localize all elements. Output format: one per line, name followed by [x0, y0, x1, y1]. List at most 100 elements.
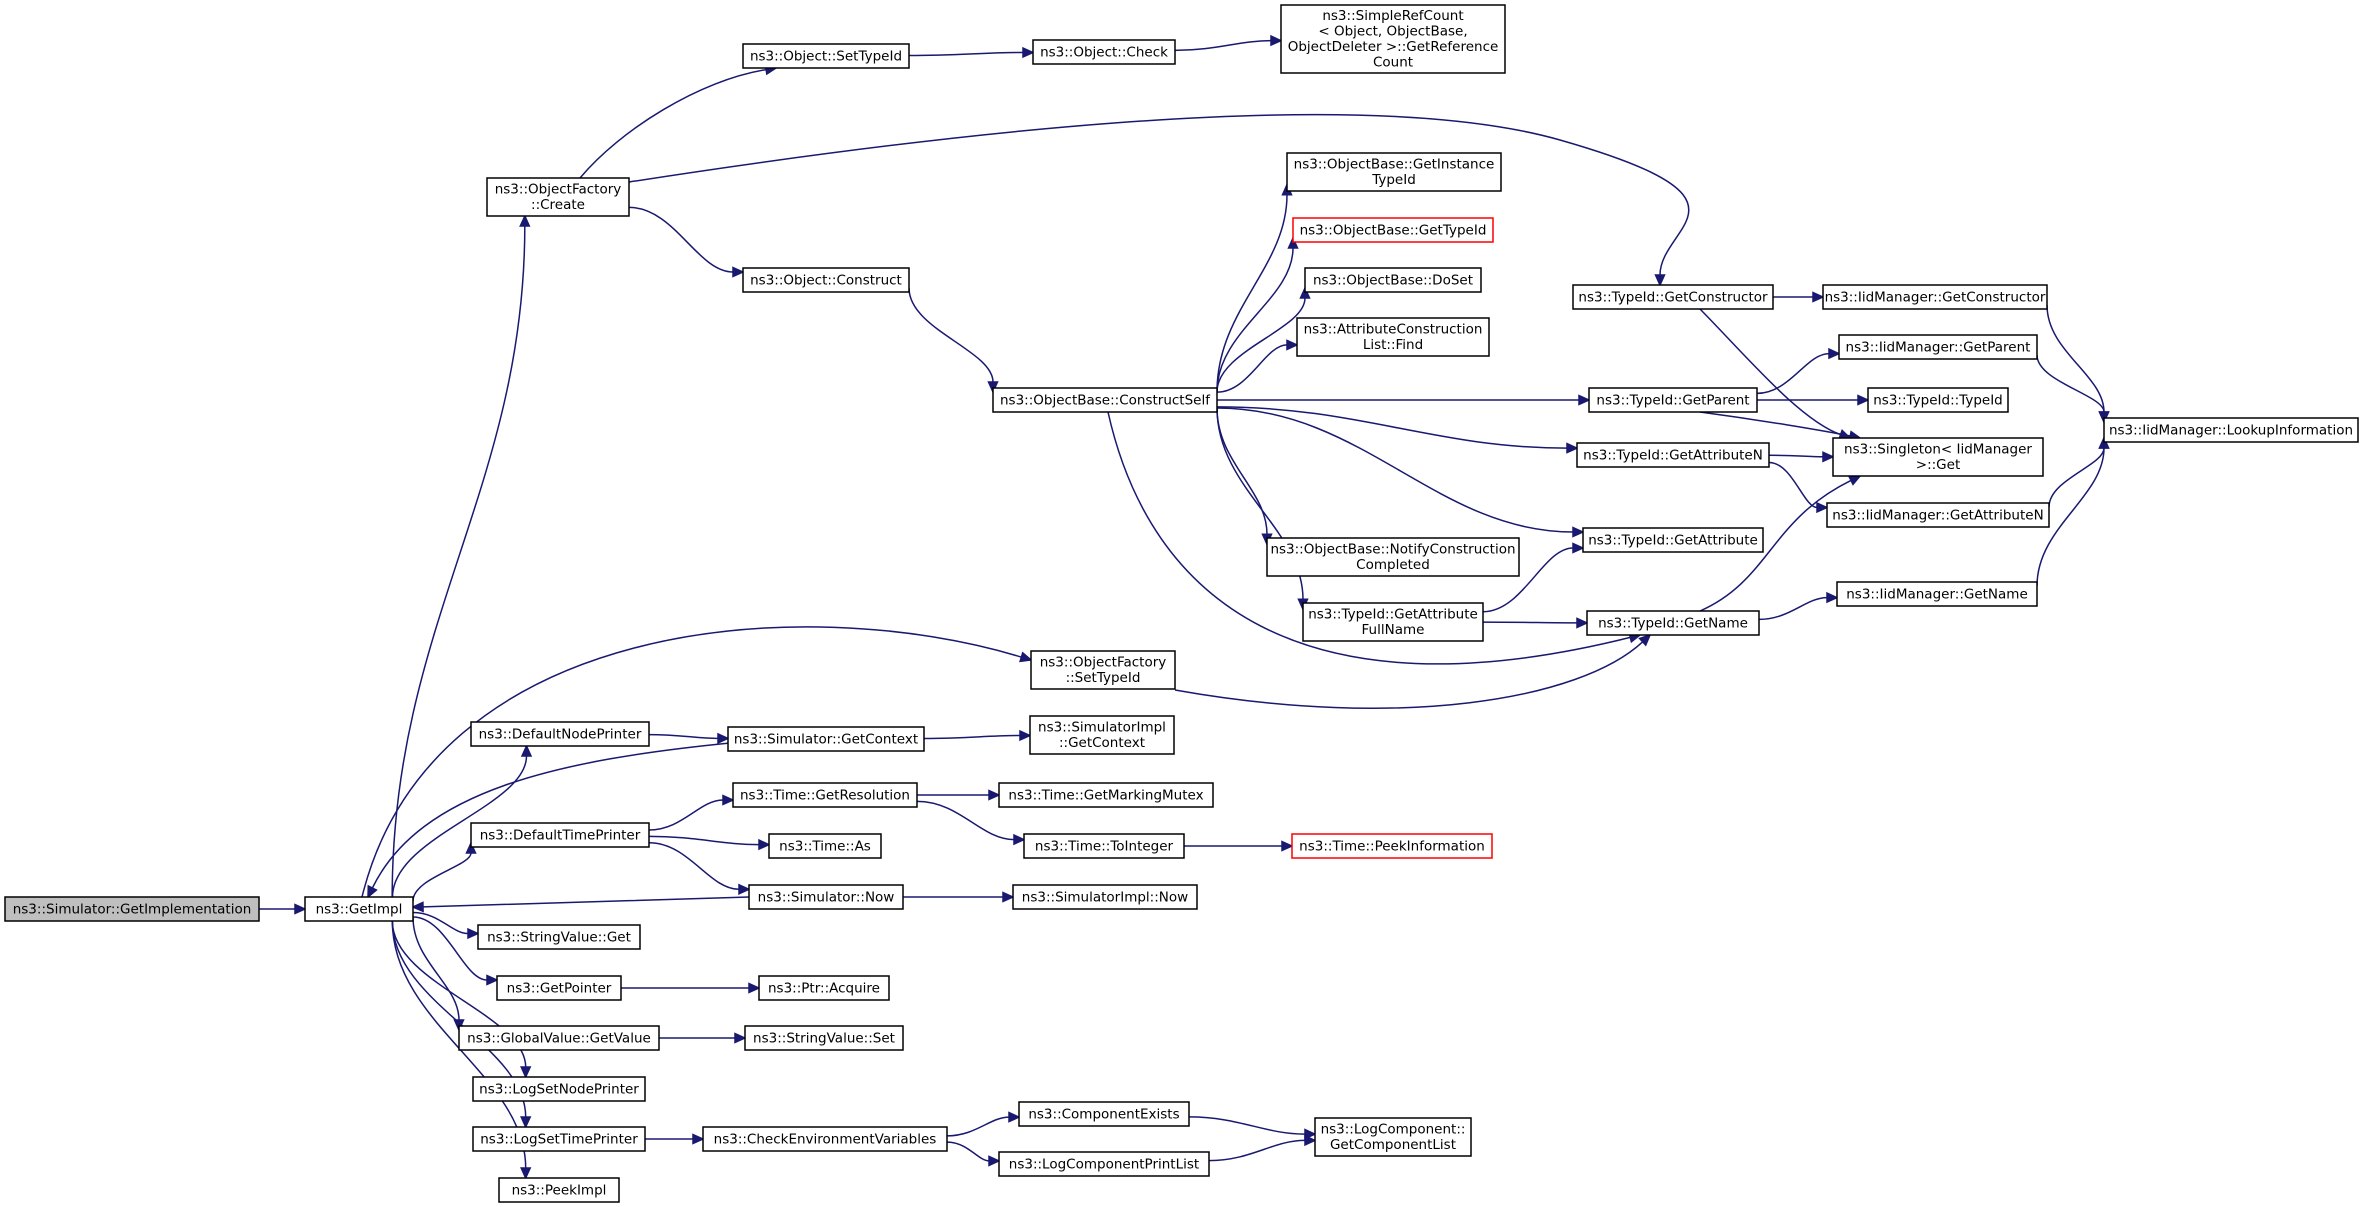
node-ns3-time-getresolution[interactable]: ns3::Time::GetResolution [732, 782, 918, 808]
call-edge-n1-to-n39 [412, 916, 499, 986]
node-box [1572, 284, 1774, 310]
call-edge-n7-to-n8 [1216, 182, 1293, 393]
node-label-line: ns3::GetPointer [507, 980, 612, 996]
node-label-line: TypeId [1371, 172, 1416, 188]
node-ns3-stringvalue-set[interactable]: ns3::StringValue::Set [744, 1025, 904, 1051]
node-ns3-typeid-getparent[interactable]: ns3::TypeId::GetParent [1588, 387, 1758, 413]
node-ns3-typeid-typeid[interactable]: ns3::TypeId::TypeId [1867, 387, 2009, 413]
node-box [472, 1076, 646, 1102]
node-ns3-iidmanager-getattributen[interactable]: ns3::IidManager::GetAttributeN [1826, 502, 2050, 528]
node-ns3-iidmanager-getconstructor[interactable]: ns3::IidManager::GetConstructor [1822, 284, 2048, 310]
edge-arrowhead [467, 927, 480, 940]
node-box [758, 975, 890, 1001]
call-edge-n7-to-n16 [1217, 394, 1591, 406]
node-ns3-object-construct[interactable]: ns3::Object::Construct [742, 267, 910, 293]
node-ns3-objectbase-constructself[interactable]: ns3::ObjectBase::ConstructSelf [992, 387, 1218, 413]
node-ns3-objectbase-notifyconstructioncompleted[interactable]: ns3::ObjectBase::NotifyConstructionCompl… [1266, 537, 1520, 577]
node-box [2103, 417, 2359, 443]
node-ns3-logcomponent-getcomponentlist[interactable]: ns3::LogComponent::GetComponentList [1314, 1117, 1472, 1157]
node-box [472, 1126, 646, 1152]
node-label-line: ns3::TypeId::GetName [1598, 615, 1748, 631]
node-ns3-globalvalue-getvalue[interactable]: ns3::GlobalValue::GetValue [458, 1025, 660, 1051]
call-edge-n30-to-n31 [648, 794, 735, 831]
call-edge-n16-to-n20 [1699, 411, 1862, 442]
call-edge-n13-to-n24 [1482, 617, 1589, 629]
node-ns3-logsetnodeprinter[interactable]: ns3::LogSetNodePrinter [472, 1076, 646, 1102]
node-ns3-getpointer[interactable]: ns3::GetPointer [496, 975, 622, 1001]
edge-line [1768, 454, 1824, 458]
node-ns3-simulatorimpl-now[interactable]: ns3::SimulatorImpl::Now [1012, 884, 1198, 910]
call-edge-n7-to-n12 [1216, 407, 1273, 547]
edge-line [361, 626, 1022, 898]
node-ns3-simplerefcount-object-objectbase-objectdeleter-getreferencecount[interactable]: ns3::SimpleRefCount< Object, ObjectBase,… [1280, 4, 1506, 74]
edge-line [579, 68, 767, 179]
edge-arrowhead [1578, 394, 1591, 406]
node-ns3-getimpl[interactable]: ns3::GetImpl [304, 896, 414, 922]
call-edge-n28-to-n1 [367, 742, 731, 899]
node-ns3-logcomponentprintlist[interactable]: ns3::LogComponentPrintList [998, 1151, 1210, 1177]
node-ns3-defaulttimeprinter[interactable]: ns3::DefaultTimePrinter [470, 822, 650, 848]
node-ns3-simulator-now[interactable]: ns3::Simulator::Now [748, 884, 904, 910]
node-ns3-typeid-getattributen[interactable]: ns3::TypeId::GetAttributeN [1576, 442, 1770, 468]
call-edge-n0-to-n1 [258, 903, 307, 915]
node-box [1291, 833, 1493, 859]
edge-line [2036, 447, 2105, 587]
node-ns3-time-as[interactable]: ns3::Time::As [768, 833, 882, 859]
call-edge-n26-to-n24 [1174, 633, 1652, 709]
node-ns3-objectbase-doset[interactable]: ns3::ObjectBase::DoSet [1304, 267, 1482, 293]
node-label-line: ns3::LogSetNodePrinter [479, 1081, 639, 1097]
node-ns3-defaultnodeprinter[interactable]: ns3::DefaultNodePrinter [470, 721, 650, 747]
node-ns3-simulator-getimplementation[interactable]: ns3::Simulator::GetImplementation [4, 896, 260, 922]
node-ns3-stringvalue-get[interactable]: ns3::StringValue::Get [477, 924, 641, 950]
node-ns3-time-peekinformation[interactable]: ns3::Time::PeekInformation [1291, 833, 1493, 859]
node-ns3-simulator-getcontext[interactable]: ns3::Simulator::GetContext [727, 726, 925, 752]
node-ns3-typeid-getname[interactable]: ns3::TypeId::GetName [1586, 610, 1760, 636]
node-ns3-iidmanager-getparent[interactable]: ns3::IidManager::GetParent [1838, 334, 2038, 360]
edge-arrowhead [722, 794, 735, 806]
node-box [486, 177, 630, 217]
edge-arrowhead [732, 266, 745, 278]
node-ns3-objectfactory-create[interactable]: ns3::ObjectFactory::Create [486, 177, 630, 217]
call-edge-n4-to-n5 [1174, 34, 1283, 52]
node-box [1832, 437, 2044, 477]
node-ns3-time-tointeger[interactable]: ns3::Time::ToInteger [1023, 833, 1185, 859]
node-ns3-object-check[interactable]: ns3::Object::Check [1032, 39, 1176, 65]
node-label-line: ns3::TypeId::GetConstructor [1578, 289, 1768, 305]
node-label-line: ns3::ObjectBase::DoSet [1313, 272, 1473, 288]
node-ns3-iidmanager-lookupinformation[interactable]: ns3::IidManager::LookupInformation [2103, 417, 2359, 443]
call-edge-n16-to-n18 [1757, 394, 1870, 406]
edge-arrowhead [1566, 442, 1579, 454]
node-ns3-singleton-iidmanager-get[interactable]: ns3::Singleton< IidManager >::Get [1832, 437, 2044, 477]
node-ns3-object-settypeid[interactable]: ns3::Object::SetTypeId [742, 43, 910, 69]
edge-line [1216, 406, 1568, 449]
node-ns3-typeid-getconstructor[interactable]: ns3::TypeId::GetConstructor [1572, 284, 1774, 310]
node-ns3-typeid-getattribute[interactable]: ns3::TypeId::GetAttribute [1582, 527, 1764, 553]
node-ns3-objectbase-gettypeid[interactable]: ns3::ObjectBase::GetTypeId [1292, 217, 1494, 243]
node-ns3-ptr-acquire[interactable]: ns3::Ptr::Acquire [758, 975, 890, 1001]
edge-line [946, 1116, 1010, 1137]
edge-line [908, 51, 1024, 57]
edge-arrowhead [1019, 651, 1033, 663]
call-edge-n28-to-n29 [923, 729, 1032, 742]
node-label-line: ns3::SimpleRefCount [1322, 8, 1463, 24]
edge-line [1758, 596, 1828, 621]
node-ns3-time-getmarkingmutex[interactable]: ns3::Time::GetMarkingMutex [998, 782, 1214, 808]
call-edge-n1-to-n27 [391, 744, 533, 898]
node-ns3-objectfactory-settypeid[interactable]: ns3::ObjectFactory::SetTypeId [1030, 650, 1176, 690]
node-ns3-componentexists[interactable]: ns3::ComponentExists [1018, 1101, 1190, 1127]
node-ns3-simulatorimpl-getcontext[interactable]: ns3::SimulatorImpl::GetContext [1029, 715, 1175, 755]
edge-line [648, 842, 740, 891]
edge-line [371, 742, 731, 889]
node-label-line: >::Get [1916, 457, 1960, 473]
call-edge-n6-to-n7 [908, 287, 999, 394]
node-ns3-iidmanager-getname[interactable]: ns3::IidManager::GetName [1836, 581, 2038, 607]
node-label-line: ns3::Object::Construct [750, 272, 902, 288]
node-ns3-checkenvironmentvariables[interactable]: ns3::CheckEnvironmentVariables [702, 1126, 948, 1152]
edge-arrowhead [1002, 891, 1015, 903]
node-ns3-logsettimeprinter[interactable]: ns3::LogSetTimePrinter [472, 1126, 646, 1152]
node-label-line: ns3::LogComponent:: [1321, 1122, 1466, 1138]
node-ns3-peekimpl[interactable]: ns3::PeekImpl [498, 1177, 620, 1203]
